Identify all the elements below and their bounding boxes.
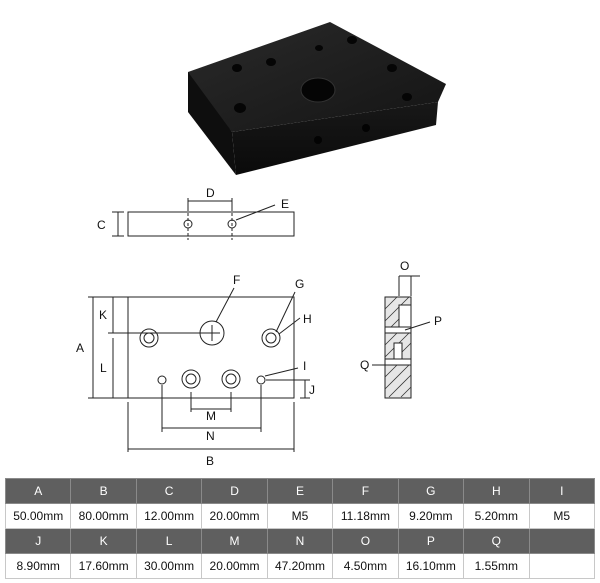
spec-header-cell: C: [135, 478, 203, 504]
spec-header-cell: L: [135, 528, 203, 554]
spec-header-cell: M: [201, 528, 268, 554]
dimension-drawings: D E C F G H I J K A L M N B O P Q: [76, 186, 442, 468]
photo-hole: [314, 136, 322, 144]
spec-header-cell: G: [397, 478, 465, 504]
spec-table: A B C D E F G H I 50.00mm 80.00mm 12.00m…: [4, 478, 595, 579]
label-b: B: [206, 454, 214, 468]
spec-header-cell: O: [332, 528, 399, 554]
label-c: C: [97, 218, 106, 232]
top-view-counterbore: [261, 328, 281, 348]
spec-header-cell: [528, 528, 595, 554]
spec-header-cell: I: [528, 478, 595, 504]
top-view-counterbore: [221, 369, 241, 389]
top-view-counterbore: [181, 369, 201, 389]
label-q: Q: [360, 358, 369, 372]
label-k: K: [99, 308, 107, 322]
spec-value-cell: M5: [528, 503, 595, 529]
label-m: M: [206, 409, 216, 423]
product-photo: [188, 22, 446, 175]
spec-value-cell: 80.00mm: [70, 503, 137, 529]
spec-value-cell: 50.00mm: [4, 503, 72, 529]
label-p: P: [434, 314, 442, 328]
label-e: E: [281, 197, 289, 211]
spec-header-cell: H: [463, 478, 530, 504]
photo-hole: [387, 64, 397, 72]
spec-value-row: 50.00mm 80.00mm 12.00mm 20.00mm M5 11.18…: [4, 503, 595, 529]
top-view-tapped-hole: [256, 375, 266, 385]
side-view-hole: [227, 219, 237, 229]
spec-header-cell: J: [4, 528, 72, 554]
photo-hole: [362, 124, 370, 132]
photo-hole: [266, 58, 276, 66]
photo-hole: [234, 103, 246, 113]
photo-hole: [315, 45, 323, 51]
spec-value-cell: 9.20mm: [397, 503, 465, 529]
side-view-hole: [183, 219, 193, 229]
spec-value-cell: [528, 553, 595, 579]
label-f: F: [233, 273, 240, 287]
photo-hole: [402, 93, 412, 101]
spec-header-row: J K L M N O P Q: [4, 528, 595, 554]
spec-header-cell: B: [70, 478, 137, 504]
spec-value-cell: 47.20mm: [266, 553, 334, 579]
spec-value-cell: 20.00mm: [201, 553, 268, 579]
top-view-outline: [127, 296, 295, 399]
label-h: H: [303, 312, 312, 326]
photo-hole: [232, 64, 242, 72]
label-j: J: [309, 383, 315, 397]
spec-header-cell: E: [266, 478, 334, 504]
label-i: I: [303, 359, 306, 373]
plate-left-face: [188, 72, 236, 175]
label-g: G: [295, 277, 304, 291]
spec-header-cell: N: [266, 528, 334, 554]
spec-value-cell: M5: [266, 503, 334, 529]
photo-hole: [347, 36, 357, 44]
spec-value-cell: 11.18mm: [332, 503, 399, 529]
label-n: N: [206, 429, 215, 443]
spec-header-cell: D: [201, 478, 268, 504]
spec-value-cell: 16.10mm: [397, 553, 465, 579]
top-view-counterbore: [139, 328, 159, 348]
photo-hole: [300, 77, 336, 103]
spec-header-row: A B C D E F G H I: [4, 478, 595, 504]
spec-header-cell: P: [397, 528, 465, 554]
spec-value-cell: 30.00mm: [135, 553, 203, 579]
side-view-outline: [127, 211, 295, 237]
label-a: A: [76, 341, 84, 355]
spec-value-cell: 17.60mm: [70, 553, 137, 579]
label-o: O: [400, 259, 409, 273]
spec-value-row: 8.90mm 17.60mm 30.00mm 20.00mm 47.20mm 4…: [4, 553, 595, 579]
top-view-center-hole: [199, 320, 225, 346]
plate-top-face: [188, 22, 446, 132]
spec-value-cell: 4.50mm: [332, 553, 399, 579]
plate-front-face: [232, 102, 438, 175]
spec-value-cell: 20.00mm: [201, 503, 268, 529]
spec-value-cell: 1.55mm: [463, 553, 530, 579]
spec-header-cell: F: [332, 478, 399, 504]
spec-value-cell: 12.00mm: [135, 503, 203, 529]
spec-value-cell: 5.20mm: [463, 503, 530, 529]
spec-header-cell: K: [70, 528, 137, 554]
label-d: D: [206, 186, 215, 200]
top-view-tapped-hole: [157, 375, 167, 385]
spec-header-cell: A: [4, 478, 72, 504]
label-l: L: [100, 361, 107, 375]
spec-header-cell: Q: [463, 528, 530, 554]
spec-value-cell: 8.90mm: [4, 553, 72, 579]
